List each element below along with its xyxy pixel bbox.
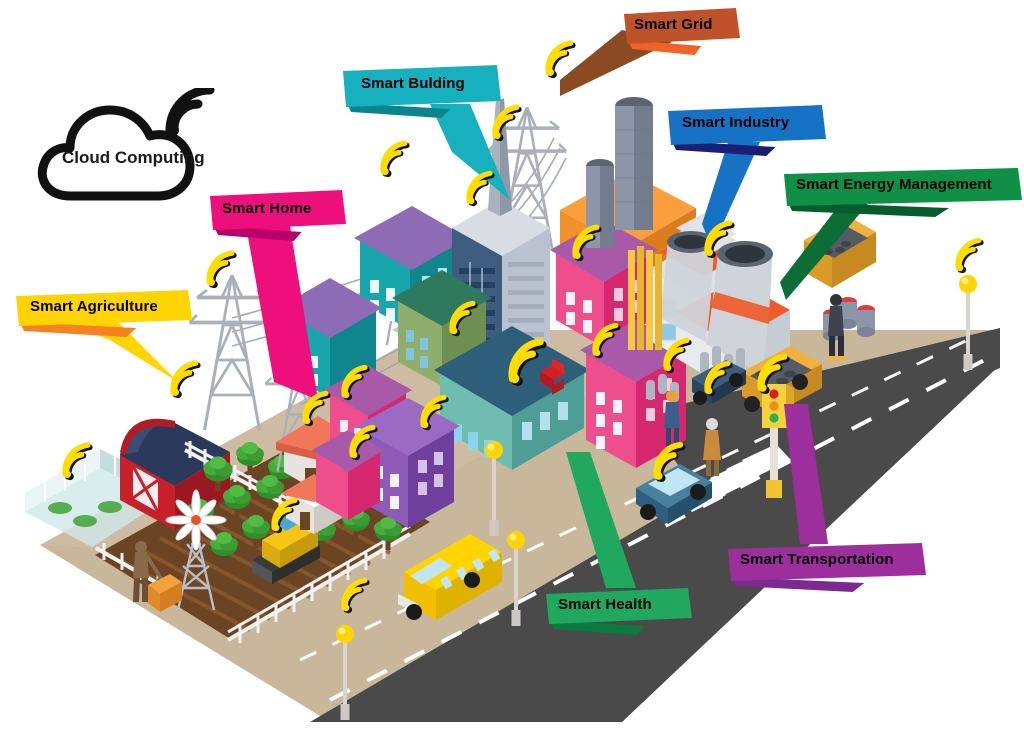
callout-shape	[624, 8, 740, 55]
windmill	[165, 489, 227, 611]
callout-smart-grid[interactable]: Smart Grid	[622, 8, 746, 58]
callout-smart-agriculture[interactable]: Smart Agriculture	[14, 290, 198, 340]
cloud-label: Cloud Computing	[62, 148, 205, 167]
callout-shape	[210, 190, 346, 241]
callout-fold	[20, 322, 137, 337]
callout-shape	[343, 65, 501, 118]
callout-banner	[624, 8, 740, 44]
school-bus	[398, 534, 502, 620]
callout-shape	[728, 543, 926, 592]
worker	[828, 294, 845, 361]
silos	[628, 246, 662, 350]
callout-banner	[210, 190, 346, 230]
callout-shape	[546, 588, 692, 635]
callout-banner	[546, 588, 692, 624]
tail-smart-energy	[780, 204, 868, 300]
callout-fold	[672, 141, 776, 156]
pedestrian-1	[664, 390, 680, 446]
callout-shape	[16, 290, 192, 337]
callout-smart-bulding[interactable]: Smart Bulding	[341, 65, 507, 121]
callout-fold	[788, 202, 950, 217]
callout-banner	[784, 168, 1022, 206]
callout-banner	[668, 105, 826, 145]
callout-shape	[668, 105, 826, 156]
callout-fold	[214, 226, 302, 241]
callout-fold	[732, 577, 865, 592]
callout-fold	[550, 620, 645, 635]
callout-smart-home[interactable]: Smart Home	[208, 190, 352, 244]
callout-smart-health[interactable]: Smart Health	[544, 588, 698, 638]
callout-banner	[16, 290, 192, 326]
cloud-icon	[37, 105, 195, 201]
tail-smart-health	[566, 452, 636, 588]
callout-smart-energy-management[interactable]: Smart Energy Management	[782, 168, 1024, 220]
tail-smart-home	[246, 226, 318, 400]
callout-fold	[347, 103, 451, 118]
callout-smart-industry[interactable]: Smart Industry	[666, 105, 832, 159]
callout-banner	[728, 543, 926, 581]
farm-fence	[95, 441, 412, 643]
tail-smart-transportation	[784, 404, 828, 544]
callout-banner	[343, 65, 501, 107]
callout-smart-transportation[interactable]: Smart Transportation	[726, 543, 932, 595]
barrels	[823, 297, 875, 341]
hay-bale	[148, 574, 182, 612]
callout-shape	[784, 168, 1022, 217]
callout-fold	[628, 40, 702, 55]
pedestrian-2	[703, 418, 721, 476]
cloud-computing-node: Cloud Computing	[26, 85, 226, 218]
